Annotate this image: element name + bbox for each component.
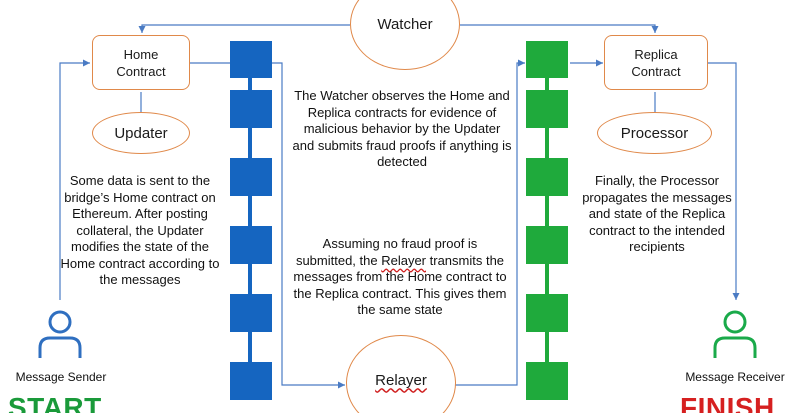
relayer-label: Relayer bbox=[375, 371, 427, 389]
line-relayer-to-green-chain bbox=[455, 59, 525, 386]
line-chain-to-relayer bbox=[272, 62, 345, 389]
message-receiver-person-icon bbox=[713, 310, 757, 358]
processor-node: Processor bbox=[597, 112, 712, 154]
line-replica-to-receiver bbox=[708, 62, 740, 300]
message-sender-label: Message Sender bbox=[15, 370, 107, 384]
replica-chain-block bbox=[526, 158, 568, 196]
home-chain-block bbox=[230, 90, 272, 128]
replica-chain-block bbox=[526, 226, 568, 264]
watcher-description: The Watcher observes the Home and Replic… bbox=[292, 88, 512, 169]
home-chain-block bbox=[230, 158, 272, 196]
home-contract-node: Home Contract bbox=[92, 35, 190, 90]
relayer-node: Relayer bbox=[346, 335, 456, 413]
line-watcher-to-home bbox=[138, 21, 358, 33]
replica-chain-block bbox=[526, 294, 568, 332]
start-label: START bbox=[8, 392, 102, 413]
home-chain-block bbox=[230, 362, 272, 400]
sender-description: Some data is sent to the bridge’s Home c… bbox=[60, 173, 220, 287]
home-chain-block bbox=[230, 41, 272, 78]
line-sender-to-home bbox=[59, 59, 90, 300]
home-chain-block bbox=[230, 294, 272, 332]
message-sender-person-icon bbox=[38, 310, 82, 358]
replica-contract-label: Replica Contract bbox=[631, 46, 681, 79]
replica-contract-node: Replica Contract bbox=[604, 35, 708, 90]
relayer-desc-before: Assuming no fraud proof is submitted, th… bbox=[295, 236, 478, 268]
relayer-desc-word: Relayer bbox=[381, 252, 427, 268]
relayer-desc-after: transmits the messages from the Home con… bbox=[293, 252, 507, 318]
finish-label: FINISH bbox=[680, 392, 775, 413]
replica-chain-block bbox=[526, 362, 568, 400]
updater-node: Updater bbox=[92, 112, 190, 154]
updater-label: Updater bbox=[114, 124, 168, 142]
relayer-description: Assuming no fraud proof is submitted, th… bbox=[292, 236, 508, 319]
watcher-label: Watcher bbox=[377, 15, 433, 33]
processor-label: Processor bbox=[620, 124, 689, 142]
home-contract-label: Home Contract bbox=[116, 46, 166, 79]
message-receiver-label: Message Receiver bbox=[685, 370, 785, 384]
replica-chain-block bbox=[526, 90, 568, 128]
replica-chain-block bbox=[526, 41, 568, 78]
home-chain-block bbox=[230, 226, 272, 264]
line-watcher-to-replica bbox=[452, 21, 659, 33]
processor-description: Finally, the Processor propagates the me… bbox=[582, 173, 732, 254]
